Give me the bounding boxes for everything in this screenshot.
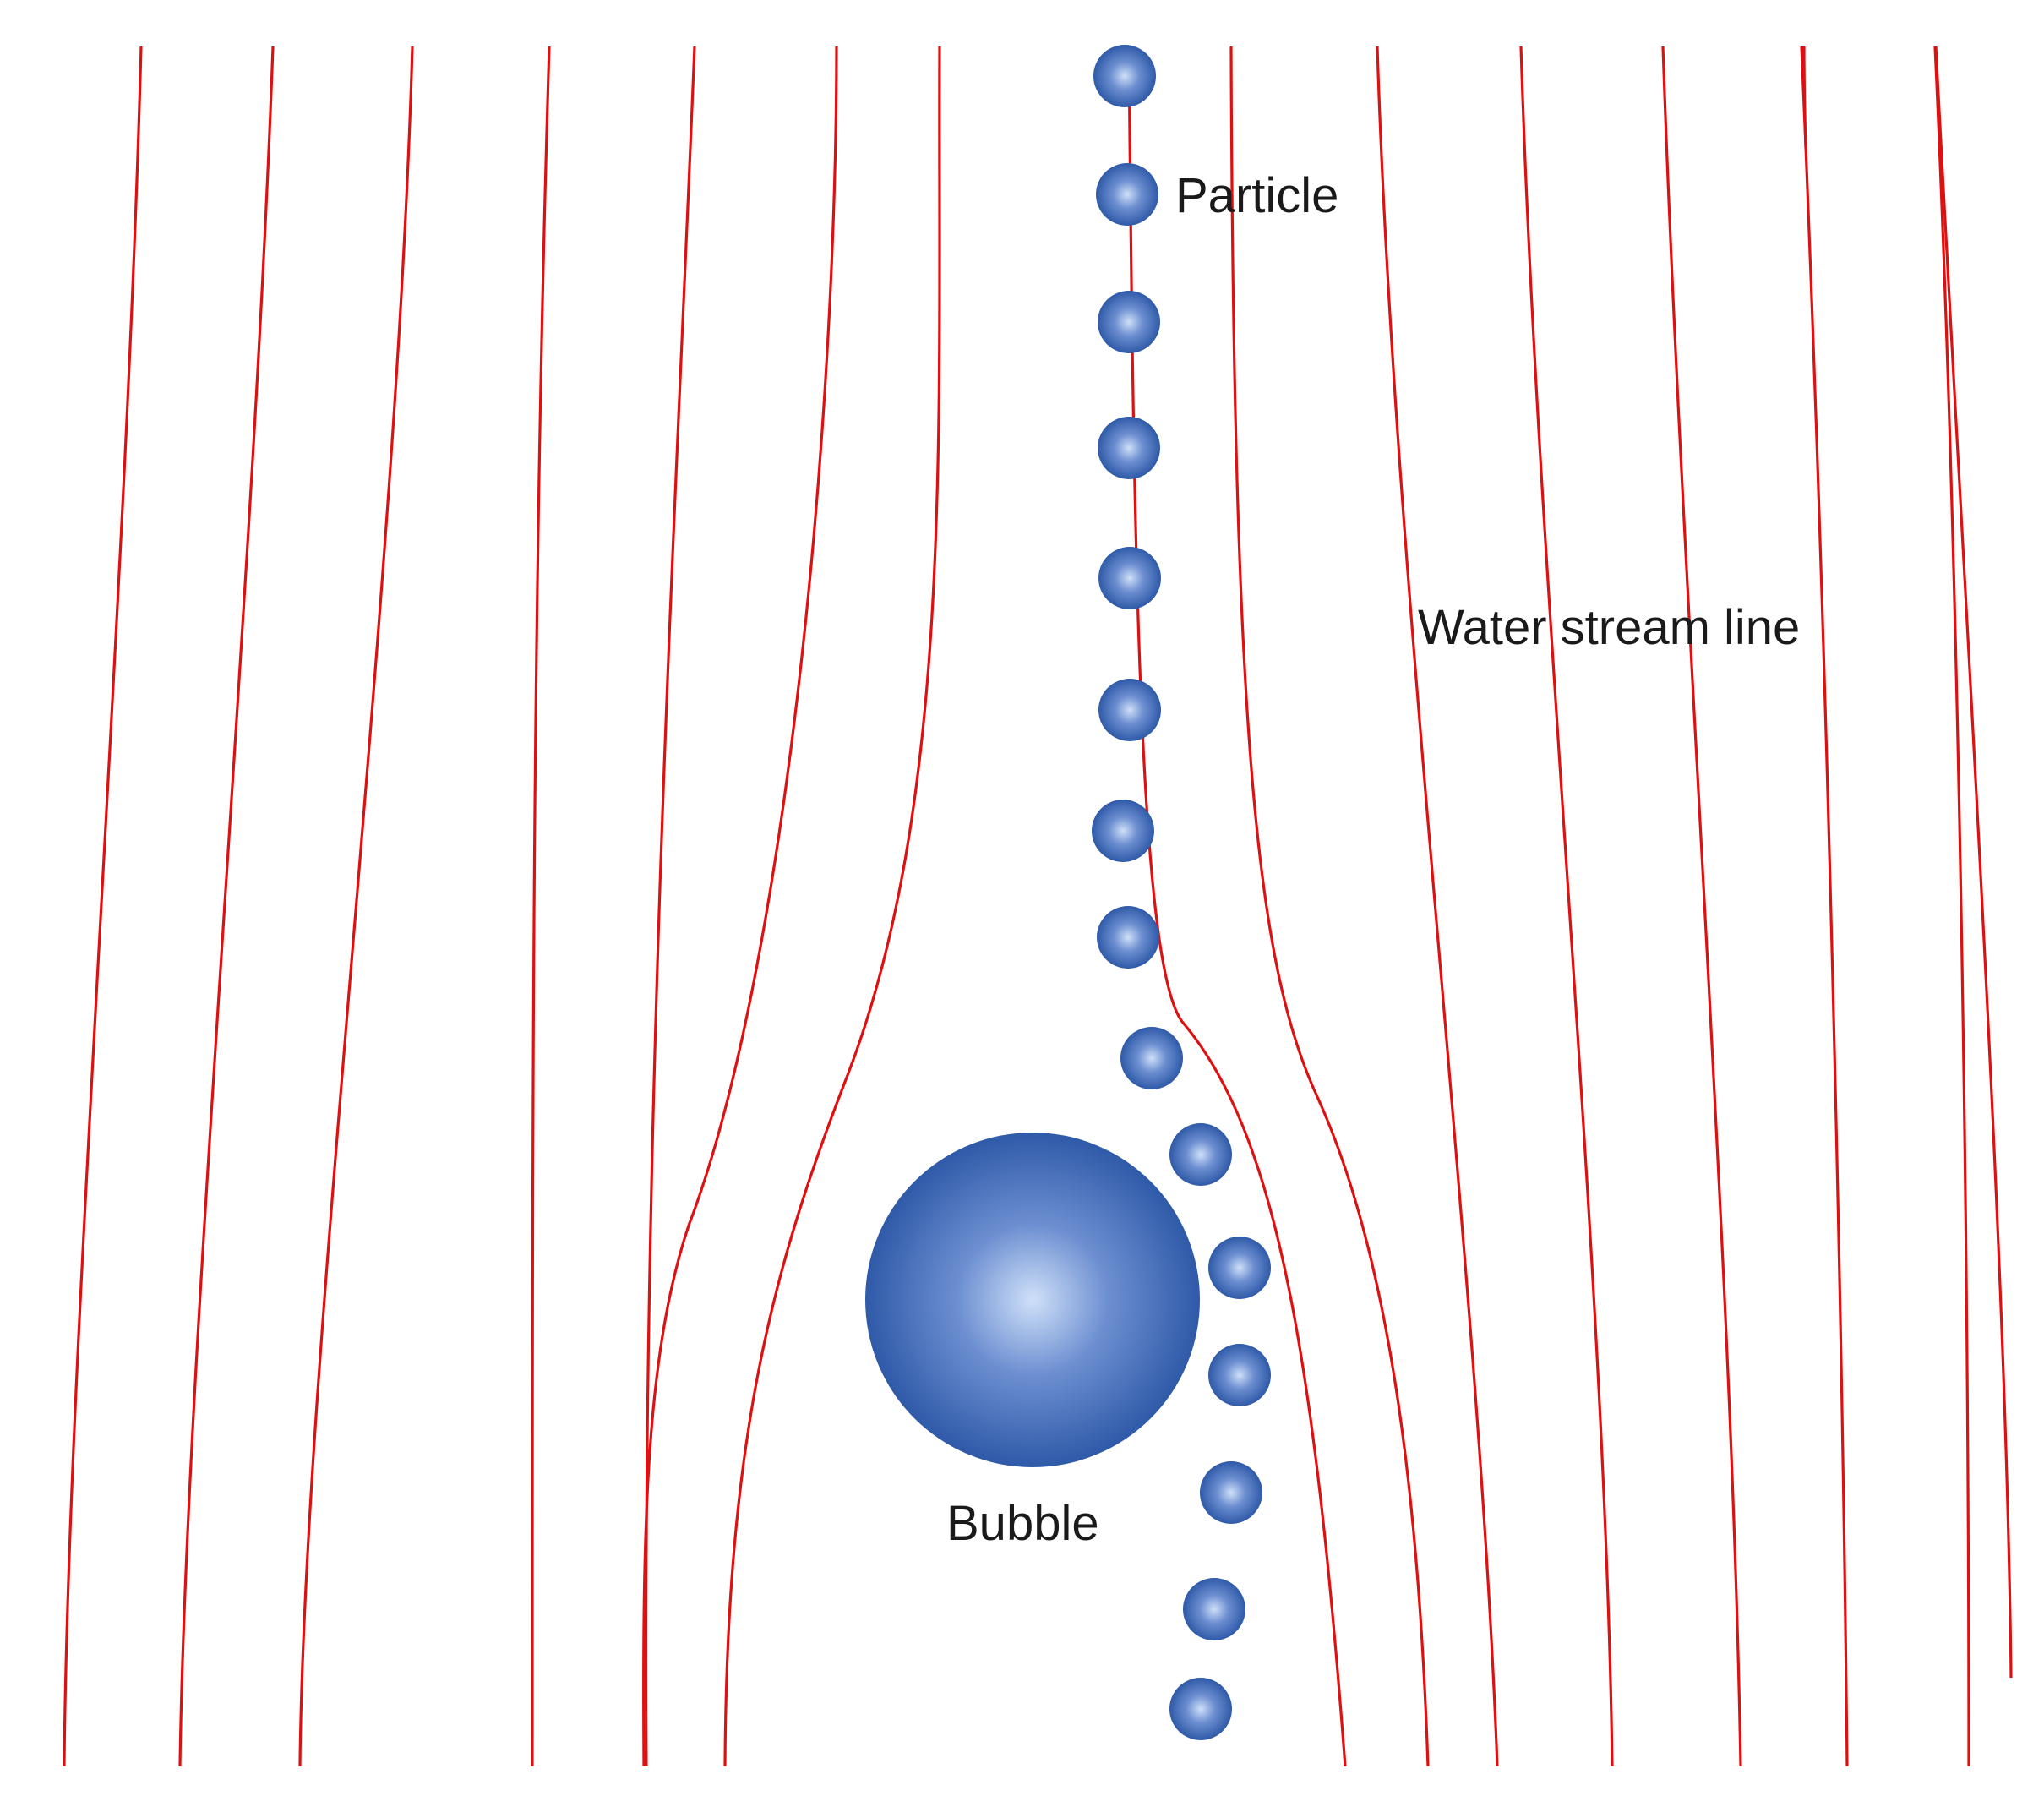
stream-line bbox=[1934, 46, 2013, 1679]
particle bbox=[1200, 1461, 1262, 1524]
particle bbox=[1098, 291, 1160, 353]
particle bbox=[1096, 163, 1158, 226]
stream-line bbox=[1661, 46, 1742, 1767]
stream-line bbox=[531, 46, 551, 1767]
stream-line bbox=[63, 46, 143, 1767]
stream-line bbox=[178, 46, 275, 1767]
particle bbox=[1169, 1123, 1232, 1186]
particle bbox=[1098, 547, 1161, 609]
particle bbox=[1092, 800, 1154, 862]
stream-line bbox=[1933, 46, 1970, 1767]
particle bbox=[1169, 1678, 1232, 1740]
stream-line bbox=[298, 46, 414, 1767]
particle bbox=[1098, 417, 1160, 479]
particle bbox=[1098, 679, 1161, 741]
water-stream-line-label: Water stream line bbox=[1418, 600, 1800, 655]
stream-line bbox=[1519, 46, 1614, 1767]
stream-line bbox=[1229, 46, 1430, 1767]
stream-line bbox=[1800, 46, 1849, 1767]
stream-line bbox=[1802, 46, 1807, 149]
particle bbox=[1120, 1027, 1183, 1089]
bubble bbox=[865, 1133, 1200, 1467]
particle bbox=[1208, 1237, 1271, 1299]
stream-line bbox=[723, 46, 941, 1767]
stream-line bbox=[1127, 46, 1347, 1767]
stream-line bbox=[642, 46, 838, 1767]
stream-line bbox=[644, 46, 696, 1767]
particles bbox=[1092, 45, 1271, 1740]
water-stream-lines bbox=[63, 46, 2013, 1767]
particle bbox=[1183, 1578, 1245, 1640]
particle bbox=[1208, 1344, 1271, 1406]
stream-line bbox=[1376, 46, 1499, 1767]
particle-label: Particle bbox=[1175, 168, 1338, 223]
particle bbox=[1097, 906, 1159, 969]
bubble-label: Bubble bbox=[946, 1496, 1099, 1551]
particle bbox=[1093, 45, 1156, 107]
